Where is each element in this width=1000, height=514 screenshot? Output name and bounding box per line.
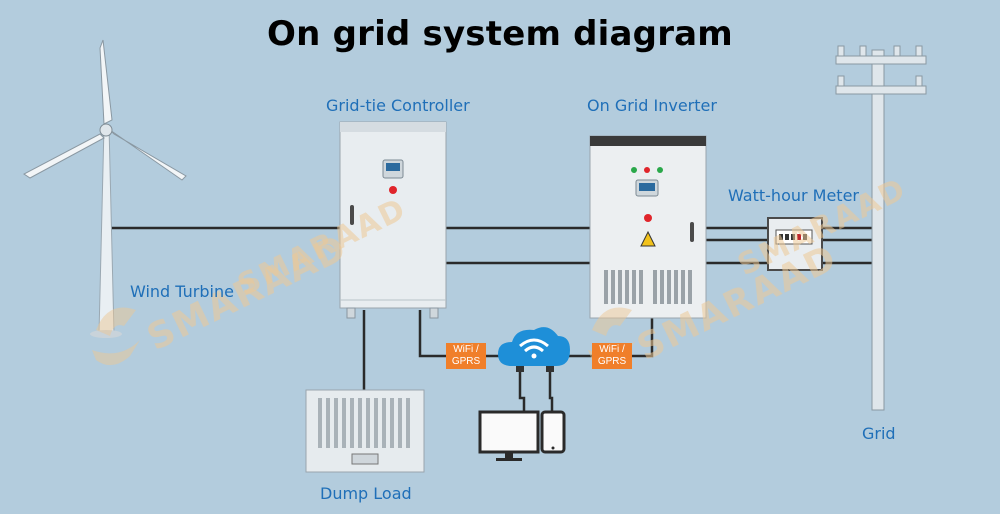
- wifi-cloud: [498, 327, 570, 372]
- tag-line: WiFi /: [599, 344, 625, 355]
- computer-monitor: [478, 410, 540, 461]
- on-grid-inverter: [589, 135, 707, 319]
- label-grid-tie-controller: Grid-tie Controller: [326, 96, 470, 115]
- connection-lines: [106, 226, 880, 412]
- label-on-grid-inverter: On Grid Inverter: [587, 96, 717, 115]
- dump-load: [305, 389, 425, 473]
- utility-pole: [835, 45, 927, 411]
- label-wind-turbine: Wind Turbine: [130, 282, 234, 301]
- label-dump-load: Dump Load: [320, 484, 412, 503]
- wifi-gprs-tag-left: WiFi / GPRS: [446, 343, 486, 369]
- smartphone: [540, 410, 566, 454]
- tag-line: GPRS: [451, 356, 481, 367]
- label-grid: Grid: [862, 424, 896, 443]
- diagram-title: On grid system diagram: [267, 14, 733, 54]
- inverter-vent: [604, 270, 692, 304]
- grid-tie-controller: [339, 121, 447, 319]
- watt-hour-meter: [767, 217, 823, 271]
- tag-line: WiFi /: [453, 344, 479, 355]
- wind-turbine: [23, 39, 187, 338]
- tag-line: GPRS: [597, 356, 627, 367]
- wifi-gprs-tag-right: WiFi / GPRS: [592, 343, 632, 369]
- label-watt-hour-meter: Watt-hour Meter: [728, 186, 859, 205]
